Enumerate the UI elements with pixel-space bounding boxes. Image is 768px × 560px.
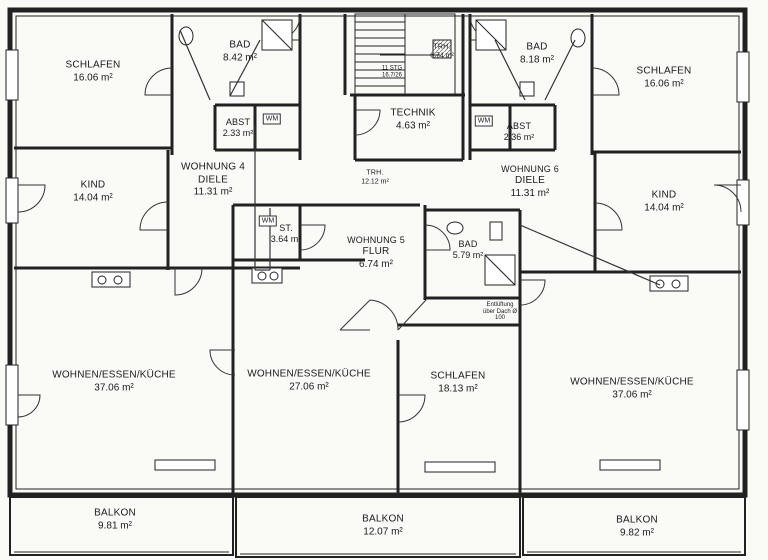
room-name: WOHNEN/ESSEN/KÜCHE <box>52 369 176 381</box>
room-abst-left: ABST 2.33 m² <box>223 117 254 140</box>
washing-machine-icon: WM <box>258 215 278 227</box>
room-name: BALKON <box>362 513 404 525</box>
room-wek-right: WOHNEN/ESSEN/KÜCHE 37.06 m² <box>570 377 694 402</box>
washing-machine-icon: WM <box>474 115 494 127</box>
room-area: 11.31 m² <box>510 187 550 199</box>
room-area: 9.82 m² <box>620 527 654 538</box>
room-schlafen-right: SCHLAFEN 16.06 m² <box>637 66 692 91</box>
room-name: FLUR <box>362 246 390 258</box>
room-wek-left: WOHNEN/ESSEN/KÜCHE 37.06 m² <box>52 370 176 395</box>
room-name: BALKON <box>616 514 658 526</box>
room-name: ABST <box>225 116 251 127</box>
room-name: KIND <box>651 189 677 201</box>
stair-steps: 11 STG <box>381 65 403 72</box>
room-name: ABST <box>506 120 532 131</box>
room-area: 16.06 m² <box>73 72 113 83</box>
room-area: 2.36 m² <box>503 132 535 142</box>
room-schlafen-mid: SCHLAFEN 18.13 m² <box>431 371 486 396</box>
balcony-outline <box>9 496 746 558</box>
room-name: SCHLAFEN <box>65 59 121 71</box>
room-schlafen-left: SCHLAFEN 16.06 m² <box>66 60 121 85</box>
room-name: TECHNIK <box>390 107 436 119</box>
washing-machine-icon: WM <box>262 113 282 125</box>
ventilation-ducts <box>179 14 661 286</box>
room-kind-right: KIND 14.04 m² <box>644 190 683 215</box>
room-name: BAD <box>526 41 548 53</box>
room-name: WOHNEN/ESSEN/KÜCHE <box>247 368 371 380</box>
room-area: 2.33 m² <box>222 128 254 138</box>
room-kind-left: KIND 14.04 m² <box>73 180 112 205</box>
room-balkon-right: BALKON 9.82 m² <box>616 515 658 540</box>
room-area: 8.42 m² <box>223 52 257 63</box>
room-name: BAD <box>229 39 251 51</box>
room-area: 6.74 m² <box>359 258 393 270</box>
room-area: 37.06 m² <box>612 389 652 400</box>
room-name: SCHLAFEN <box>430 370 486 382</box>
room-bad-right: BAD 8.18 m² <box>520 42 554 67</box>
room-name: ST. <box>279 222 293 233</box>
room-area: 37.06 m² <box>94 382 134 393</box>
room-bad-mid: BAD 5.79 m² <box>453 239 484 262</box>
room-area: 4.63 m² <box>396 120 430 131</box>
room-name: BAD <box>458 238 478 249</box>
room-name: DIELE <box>198 173 228 185</box>
room-name: DIELE <box>515 175 545 187</box>
sanitary-fixtures <box>178 19 586 286</box>
room-area: 3.64 m² <box>270 234 302 244</box>
room-technik: TECHNIK 4.63 m² <box>390 108 435 133</box>
unit-label: WOHNUNG 5 <box>347 234 405 245</box>
room-bad-left: BAD 8.42 m² <box>223 40 257 65</box>
room-name: BALKON <box>94 507 136 519</box>
room-area: 6.74 m² <box>430 52 454 59</box>
stair-annotation: 11 STG 16.7/26 <box>382 65 402 78</box>
room-area: 9.81 m² <box>98 520 132 531</box>
room-area: 8.18 m² <box>520 54 554 65</box>
stair-dimension: 16.7/26 <box>381 72 403 78</box>
vent-note: Entlüftung über Dach Ø 100 <box>482 302 518 322</box>
room-area: 16.06 m² <box>644 78 684 89</box>
room-diele-right: WOHNUNG 6 DIELE 11.31 m² <box>501 164 559 200</box>
door-swings <box>17 14 742 423</box>
room-area: 5.79 m² <box>452 250 484 260</box>
room-name: TRH. <box>433 43 451 51</box>
room-name: TRH. <box>366 169 384 177</box>
room-name: KIND <box>80 179 106 191</box>
room-abst-right: ABST 2.36 m² <box>504 121 535 144</box>
room-balkon-mid: BALKON 12.07 m² <box>362 514 404 539</box>
room-wek-mid: WOHNEN/ESSEN/KÜCHE 27.06 m² <box>247 369 371 394</box>
room-trh-main: TRH. 12.12 m² <box>361 169 389 187</box>
room-area: 18.13 m² <box>438 383 478 394</box>
room-area: 12.07 m² <box>363 526 403 537</box>
room-name: SCHLAFEN <box>636 65 692 77</box>
room-area: 14.04 m² <box>73 192 113 203</box>
room-balkon-left: BALKON 9.81 m² <box>94 508 136 533</box>
kitchen-counters <box>91 267 689 292</box>
room-area: 11.31 m² <box>193 186 233 198</box>
unit-label: WOHNUNG 6 <box>501 163 559 174</box>
room-area: 12.12 m² <box>361 178 389 185</box>
room-st: ST. 3.64 m² <box>271 223 302 246</box>
room-name: WOHNEN/ESSEN/KÜCHE <box>570 376 694 388</box>
room-flur: WOHNUNG 5 FLUR 6.74 m² <box>347 235 405 271</box>
unit-label: WOHNUNG 4 <box>180 161 246 173</box>
room-area: 27.06 m² <box>289 381 329 392</box>
windows <box>5 49 750 473</box>
room-diele-left: WOHNUNG 4 DIELE 11.31 m² <box>181 161 245 199</box>
room-trh-small: TRH. 6.74 m² <box>430 43 454 61</box>
room-area: 14.04 m² <box>644 202 684 213</box>
staircase <box>354 13 456 95</box>
